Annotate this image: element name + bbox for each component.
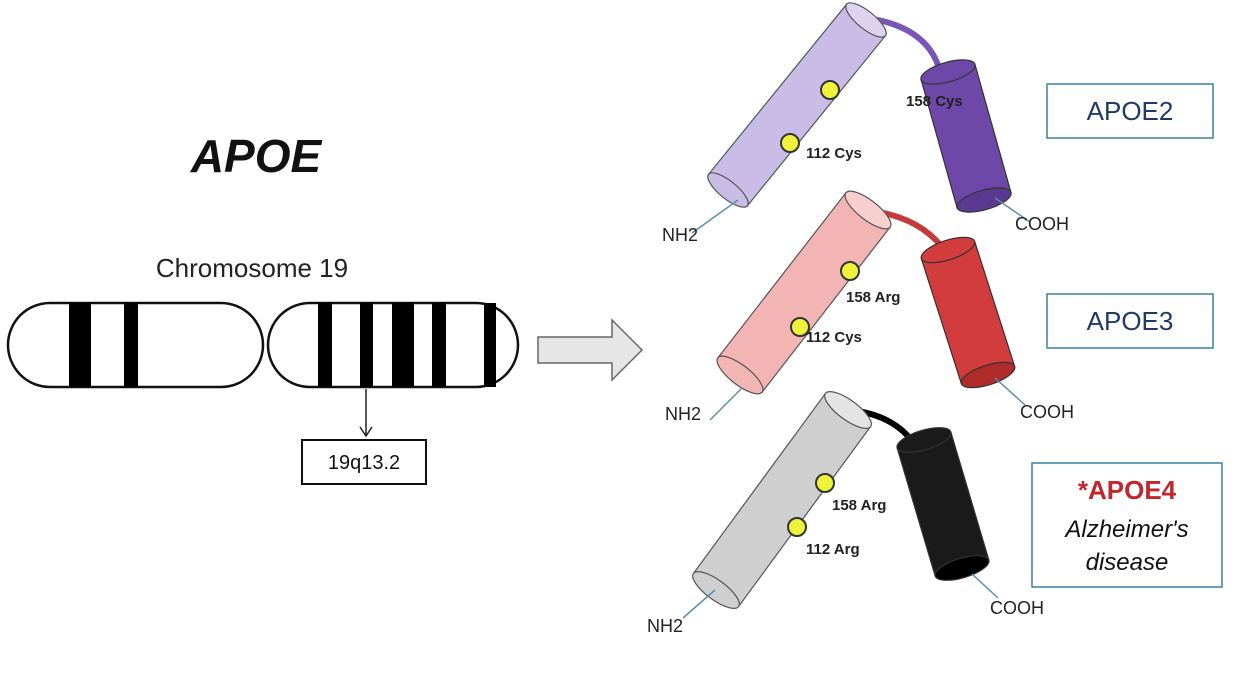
disease-label: disease bbox=[1086, 549, 1169, 576]
residue-label: 112 Cys bbox=[806, 329, 862, 346]
n-terminus-label: NH2 bbox=[662, 225, 698, 245]
n-terminus-line bbox=[682, 589, 716, 619]
isoform-name: APOE3 bbox=[1087, 306, 1174, 336]
n-terminus-line bbox=[709, 387, 743, 421]
n-terminus-label: NH2 bbox=[665, 404, 701, 424]
residue-label: 158 Cys bbox=[906, 93, 963, 110]
residue-label: 112 Cys bbox=[806, 145, 862, 162]
chromosome-band bbox=[360, 303, 373, 387]
residue-marker bbox=[780, 133, 800, 153]
residue-label: 158 Arg bbox=[846, 289, 900, 306]
locus-label: 19q13.2 bbox=[328, 452, 400, 474]
chromosome-band bbox=[432, 303, 446, 387]
gene-title: APOE bbox=[190, 130, 323, 182]
chromosome-band bbox=[69, 303, 91, 387]
locus-pointer-arrow bbox=[359, 389, 373, 438]
n-terminus-line bbox=[691, 199, 739, 234]
disease-label: Alzheimer's bbox=[1063, 516, 1188, 543]
c-terminal-helix bbox=[920, 236, 1016, 389]
locus-box bbox=[301, 439, 427, 485]
helix-linker bbox=[875, 17, 941, 68]
c-terminus-line bbox=[994, 197, 1031, 223]
residue-marker bbox=[840, 261, 860, 281]
chromosome-band bbox=[392, 303, 414, 387]
c-terminal-helix bbox=[920, 59, 1012, 213]
chromosome-19 bbox=[6, 301, 520, 389]
c-terminus-label: COOH bbox=[990, 598, 1044, 618]
isoform-box bbox=[1046, 293, 1214, 349]
residue-label: 112 Arg bbox=[806, 541, 860, 558]
chromosome-band bbox=[318, 303, 332, 387]
isoform-1: NH2 COOH 158 Cys 112 Cys APOE2 bbox=[662, 2, 1214, 245]
residue-marker bbox=[790, 317, 810, 337]
n-terminal-helix bbox=[692, 391, 872, 609]
residue-marker bbox=[815, 473, 835, 493]
residue-marker bbox=[787, 517, 807, 537]
isoform-box bbox=[1046, 83, 1214, 139]
expression-arrow bbox=[537, 318, 644, 382]
c-terminal-helix bbox=[896, 427, 990, 581]
chromosome-label: Chromosome 19 bbox=[156, 253, 348, 283]
chromosome-band bbox=[124, 303, 138, 387]
c-terminus-line bbox=[994, 377, 1026, 406]
n-terminal-helix bbox=[707, 2, 887, 208]
isoform-name: *APOE4 bbox=[1078, 475, 1177, 505]
n-terminus-label: NH2 bbox=[647, 616, 683, 636]
c-terminus-label: COOH bbox=[1015, 214, 1069, 234]
c-terminus-label: COOH bbox=[1020, 402, 1074, 422]
isoform-box bbox=[1031, 462, 1223, 588]
isoform-name: APOE2 bbox=[1087, 96, 1174, 126]
residue-label: 158 Arg bbox=[832, 497, 886, 514]
n-terminal-helix bbox=[716, 190, 892, 395]
residue-marker bbox=[820, 80, 840, 100]
chromosome-band bbox=[484, 303, 496, 387]
c-terminus-line bbox=[971, 573, 999, 599]
